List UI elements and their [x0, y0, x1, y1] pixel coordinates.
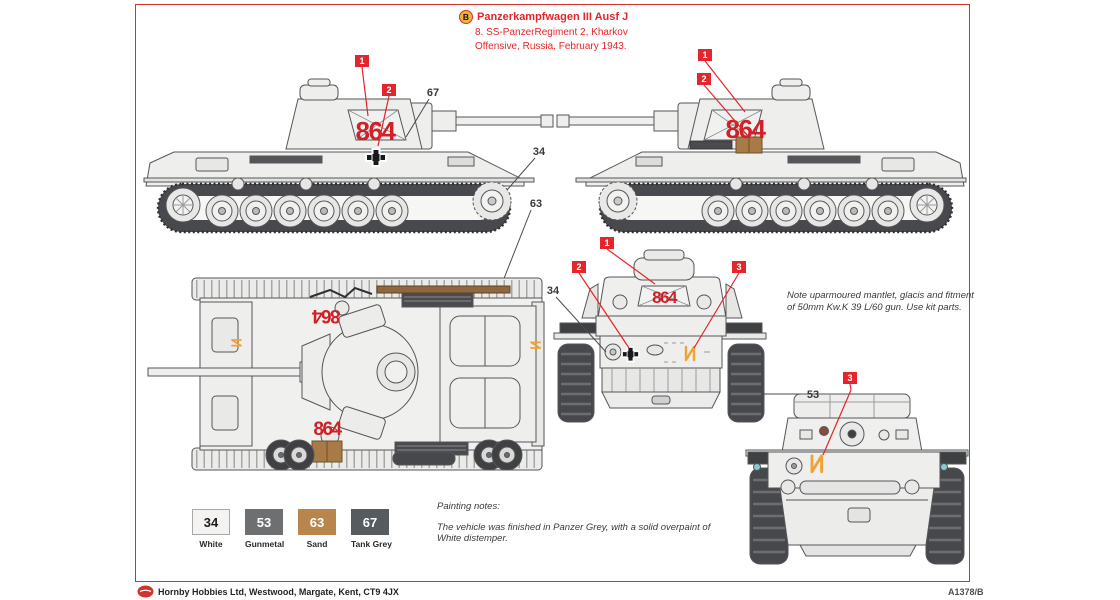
scheme-subtitle-2: Offensive, Russia, February 1943.	[475, 41, 627, 52]
painting-notes: Painting notes: The vehicle was finished…	[437, 501, 733, 545]
paint-name: Gunmetal	[245, 539, 285, 549]
sheet-code: A1378/B	[948, 587, 984, 597]
painting-notes-heading: Painting notes:	[437, 501, 500, 512]
turret-number-left: 864	[356, 116, 397, 146]
paint-callout-34-front: 34	[547, 285, 607, 353]
publisher-address: Hornby Hobbies Ltd, Westwood, Margate, K…	[158, 587, 399, 597]
decal-callout-1-left: 1	[355, 55, 369, 117]
decal-callout-3-rear: 3	[822, 372, 857, 456]
decal-callout-3-front: 3	[693, 261, 746, 349]
svg-text:1: 1	[604, 238, 609, 248]
scheme-subtitle-1: 8. SS-PanzerRegiment 2, Kharkov	[475, 26, 628, 38]
svg-text:3: 3	[847, 373, 852, 383]
spare-wheels	[265, 439, 523, 471]
convoy-light-left	[753, 463, 761, 471]
turret-number-right: 864	[726, 114, 767, 144]
svg-text:53: 53	[807, 389, 819, 401]
rear-view	[745, 393, 969, 565]
decal-callout-1-right: 1	[698, 49, 746, 113]
svg-text:34: 34	[547, 285, 560, 297]
paint-chip: 67	[351, 509, 389, 535]
svg-text:1: 1	[359, 56, 364, 66]
sheet-border	[135, 4, 970, 582]
svg-text:34: 34	[533, 146, 546, 158]
side-view-right: 864	[555, 77, 968, 234]
svg-text:3: 3	[736, 262, 741, 272]
paint-chart: 34 White 53 Gunmetal 63 Sand 67 Tank Gre…	[192, 509, 392, 549]
paint-chip: 53	[245, 509, 283, 535]
decal-callout-1-front: 1	[600, 237, 656, 285]
turret-number-front: 864	[652, 288, 678, 307]
scheme-header: B Panzerkampfwagen III Ausf J 8. SS-Panz…	[459, 10, 628, 53]
svg-text:2: 2	[576, 262, 581, 272]
top-view: 864 864	[147, 277, 545, 471]
paint-callout-34-hull: 34	[506, 146, 546, 191]
wood-plank	[376, 285, 511, 294]
paint-swatch-tankgrey: 67 Tank Grey	[351, 509, 392, 549]
svg-text:2: 2	[701, 74, 706, 84]
paint-swatch-gunmetal: 53 Gunmetal	[245, 509, 285, 549]
side-view-left: 864	[142, 77, 555, 234]
scheme-badge: B	[459, 10, 473, 24]
paint-chip: 34	[192, 509, 230, 535]
turret-number-top-inverted: 864	[311, 305, 340, 326]
kit-note: Note uparmoured mantlet, glacis and fitm…	[787, 290, 974, 313]
svg-text:1: 1	[702, 50, 707, 60]
hornby-logo	[137, 585, 154, 598]
convoy-light-right	[940, 463, 948, 471]
svg-text:2: 2	[386, 85, 391, 95]
paint-chip: 63	[298, 509, 336, 535]
turret-number-top: 864	[313, 419, 342, 440]
decal-callout-2-front: 2	[572, 261, 630, 349]
decal-callout-2-right: 2	[697, 73, 749, 137]
decal-callout-2-left: 2	[377, 84, 396, 147]
paint-name: White	[199, 539, 223, 549]
paint-callout-63: 63	[500, 198, 542, 287]
svg-text:63: 63	[530, 198, 542, 210]
front-view: 864	[553, 249, 767, 423]
paint-name: Tank Grey	[351, 539, 392, 549]
scheme-title: Panzerkampfwagen III Ausf J	[477, 10, 629, 23]
paint-name: Sand	[306, 539, 328, 549]
painting-notes-body: The vehicle was finished in Panzer Grey,…	[437, 521, 711, 545]
paint-callout-67: 67	[405, 87, 439, 138]
paint-callout-53: 53	[762, 389, 819, 401]
paint-swatch-white: 34 White	[192, 509, 230, 549]
paint-swatch-sand: 63 Sand	[298, 509, 336, 549]
svg-text:67: 67	[427, 87, 439, 99]
